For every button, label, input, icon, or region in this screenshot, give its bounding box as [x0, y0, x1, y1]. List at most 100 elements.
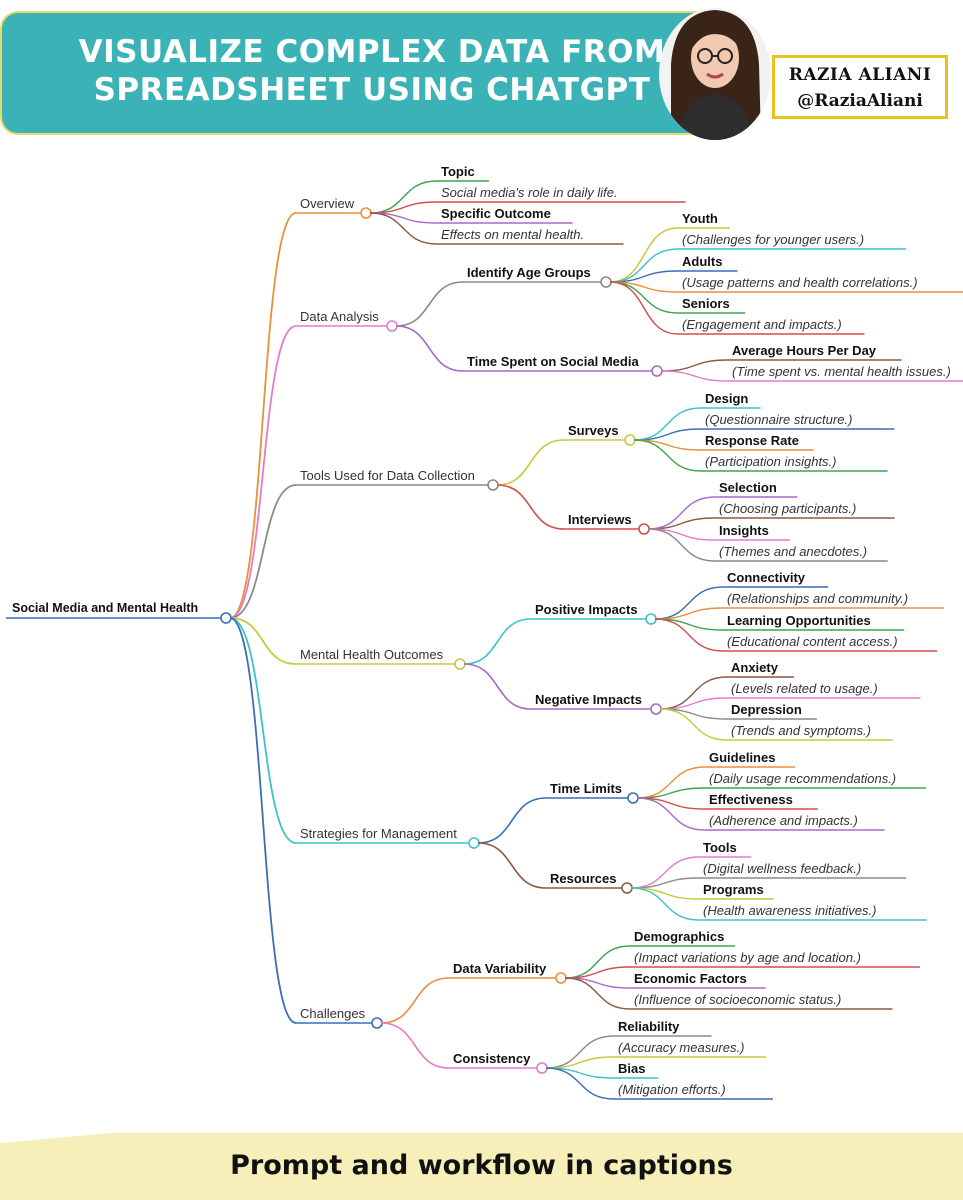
leaf-connector — [630, 856, 700, 889]
leaf-connector — [609, 248, 679, 283]
leaf-heading: Economic Factors — [634, 971, 747, 986]
branch-node — [454, 658, 466, 670]
leaf-description: (Adherence and impacts.) — [709, 813, 858, 828]
subtopic-label: Interviews — [568, 512, 632, 527]
subtopic-node — [555, 972, 567, 984]
subtopic-label: Identify Age Groups — [467, 265, 591, 280]
leaf-description: Effects on mental health. — [441, 227, 585, 242]
subtopic-node — [645, 613, 657, 625]
leaf-connector — [654, 618, 724, 652]
author-name-box: RAZIA ALIANI @RaziaAliani — [772, 55, 948, 119]
leaf-connector — [369, 180, 438, 214]
leaf-description: (Digital wellness feedback.) — [703, 861, 862, 876]
root-node — [220, 612, 232, 624]
leaf-description: (Levels related to usage.) — [731, 681, 878, 696]
leaf-heading: Reliability — [618, 1019, 680, 1034]
banner-title: VISUALIZE COMPLEX DATA FROM SPREADSHEET … — [22, 33, 722, 109]
subtopic-label: Time Spent on Social Media — [467, 354, 639, 369]
subtopic-label: Resources — [550, 871, 617, 886]
author-photo — [659, 8, 771, 140]
leaf-connector — [545, 1067, 615, 1100]
subtopic-node — [621, 882, 633, 894]
leaf-heading: Specific Outcome — [441, 206, 551, 221]
leaf-connector — [630, 887, 700, 921]
author-handle: @RaziaAliani — [797, 91, 923, 111]
branch-node — [468, 837, 480, 849]
leaf-description: (Daily usage recommendations.) — [709, 771, 897, 786]
leaf-connector — [654, 586, 724, 620]
leaf-heading: Topic — [441, 164, 475, 179]
leaf-description: (Challenges for younger users.) — [682, 232, 865, 247]
branch-label: Data Analysis — [300, 309, 379, 324]
subtopic-node — [650, 703, 662, 715]
leaf-connector — [369, 212, 438, 245]
footer-caption: Prompt and workflow in captions — [230, 1150, 733, 1181]
leaf-description: (Influence of socioeconomic status.) — [634, 992, 842, 1007]
branch-connector — [229, 325, 297, 619]
subtopic-connector — [477, 797, 547, 844]
leaf-heading: Seniors — [682, 296, 730, 311]
title-banner: VISUALIZE COMPLEX DATA FROM SPREADSHEET … — [2, 13, 742, 133]
leaf-description: (Questionnaire structure.) — [705, 412, 853, 427]
branch-connector — [229, 617, 297, 844]
leaf-connector — [647, 496, 716, 530]
leaf-heading: Programs — [703, 882, 764, 897]
leaf-heading: Average Hours Per Day — [732, 343, 877, 358]
footer-band — [0, 1133, 963, 1200]
subtopic-node — [600, 276, 612, 288]
leaf-connector — [636, 766, 706, 799]
leaf-description: (Educational content access.) — [727, 634, 898, 649]
subtopic-label: Data Variability — [453, 961, 547, 976]
leaf-connector — [564, 977, 631, 1010]
subtopic-label: Positive Impacts — [535, 602, 638, 617]
leaf-description: (Trends and symptoms.) — [731, 723, 871, 738]
leaf-heading: Anxiety — [731, 660, 778, 675]
subtopic-connector — [496, 484, 565, 530]
leaf-description: (Choosing participants.) — [719, 501, 857, 516]
subtopic-connector — [496, 439, 565, 486]
subtopic-label: Negative Impacts — [535, 692, 642, 707]
leaf-heading: Tools — [703, 840, 737, 855]
branch-connector — [229, 617, 297, 665]
subtopic-node — [624, 434, 636, 446]
leaf-description: (Impact variations by age and location.) — [634, 950, 861, 965]
branch-label: Tools Used for Data Collection — [300, 468, 475, 483]
branch-node — [386, 320, 398, 332]
leaf-description: (Health awareness initiatives.) — [703, 903, 877, 918]
branch-label: Mental Health Outcomes — [300, 647, 444, 662]
leaf-description: (Themes and anecdotes.) — [719, 544, 868, 559]
subtopic-node — [627, 792, 639, 804]
subtopic-connector — [463, 663, 532, 710]
leaf-heading: Youth — [682, 211, 718, 226]
leaf-connector — [647, 528, 716, 562]
leaf-heading: Design — [705, 391, 749, 406]
leaf-description: (Participation insights.) — [705, 454, 837, 469]
leaf-connector — [609, 227, 679, 283]
leaf-heading: Depression — [731, 702, 802, 717]
leaf-connector — [659, 708, 728, 741]
subtopic-node — [638, 523, 650, 535]
branch-label: Challenges — [300, 1006, 366, 1021]
branch-connector — [229, 212, 297, 619]
leaf-heading: Connectivity — [727, 570, 806, 585]
leaf-connector — [609, 281, 679, 335]
leaf-heading: Bias — [618, 1061, 646, 1076]
leaf-heading: Effectiveness — [709, 792, 793, 807]
leaf-heading: Response Rate — [705, 433, 799, 448]
leaf-connector — [633, 439, 702, 472]
leaf-connector — [659, 676, 728, 710]
leaf-connector — [633, 407, 702, 441]
leaf-description: (Accuracy measures.) — [618, 1040, 745, 1055]
subtopic-label: Time Limits — [550, 781, 623, 796]
branch-node — [371, 1017, 383, 1029]
banner-title-line-1: VISUALIZE COMPLEX DATA FROM — [78, 34, 666, 70]
branch-connector — [229, 617, 297, 1024]
branch-node — [487, 479, 499, 491]
leaf-connector — [564, 945, 631, 979]
leaf-description: Social media's role in daily life. — [441, 185, 618, 200]
branch-label: Overview — [300, 196, 355, 211]
subtopic-node — [536, 1062, 548, 1074]
banner-title-line-2: SPREADSHEET USING CHATGPT — [93, 72, 651, 108]
